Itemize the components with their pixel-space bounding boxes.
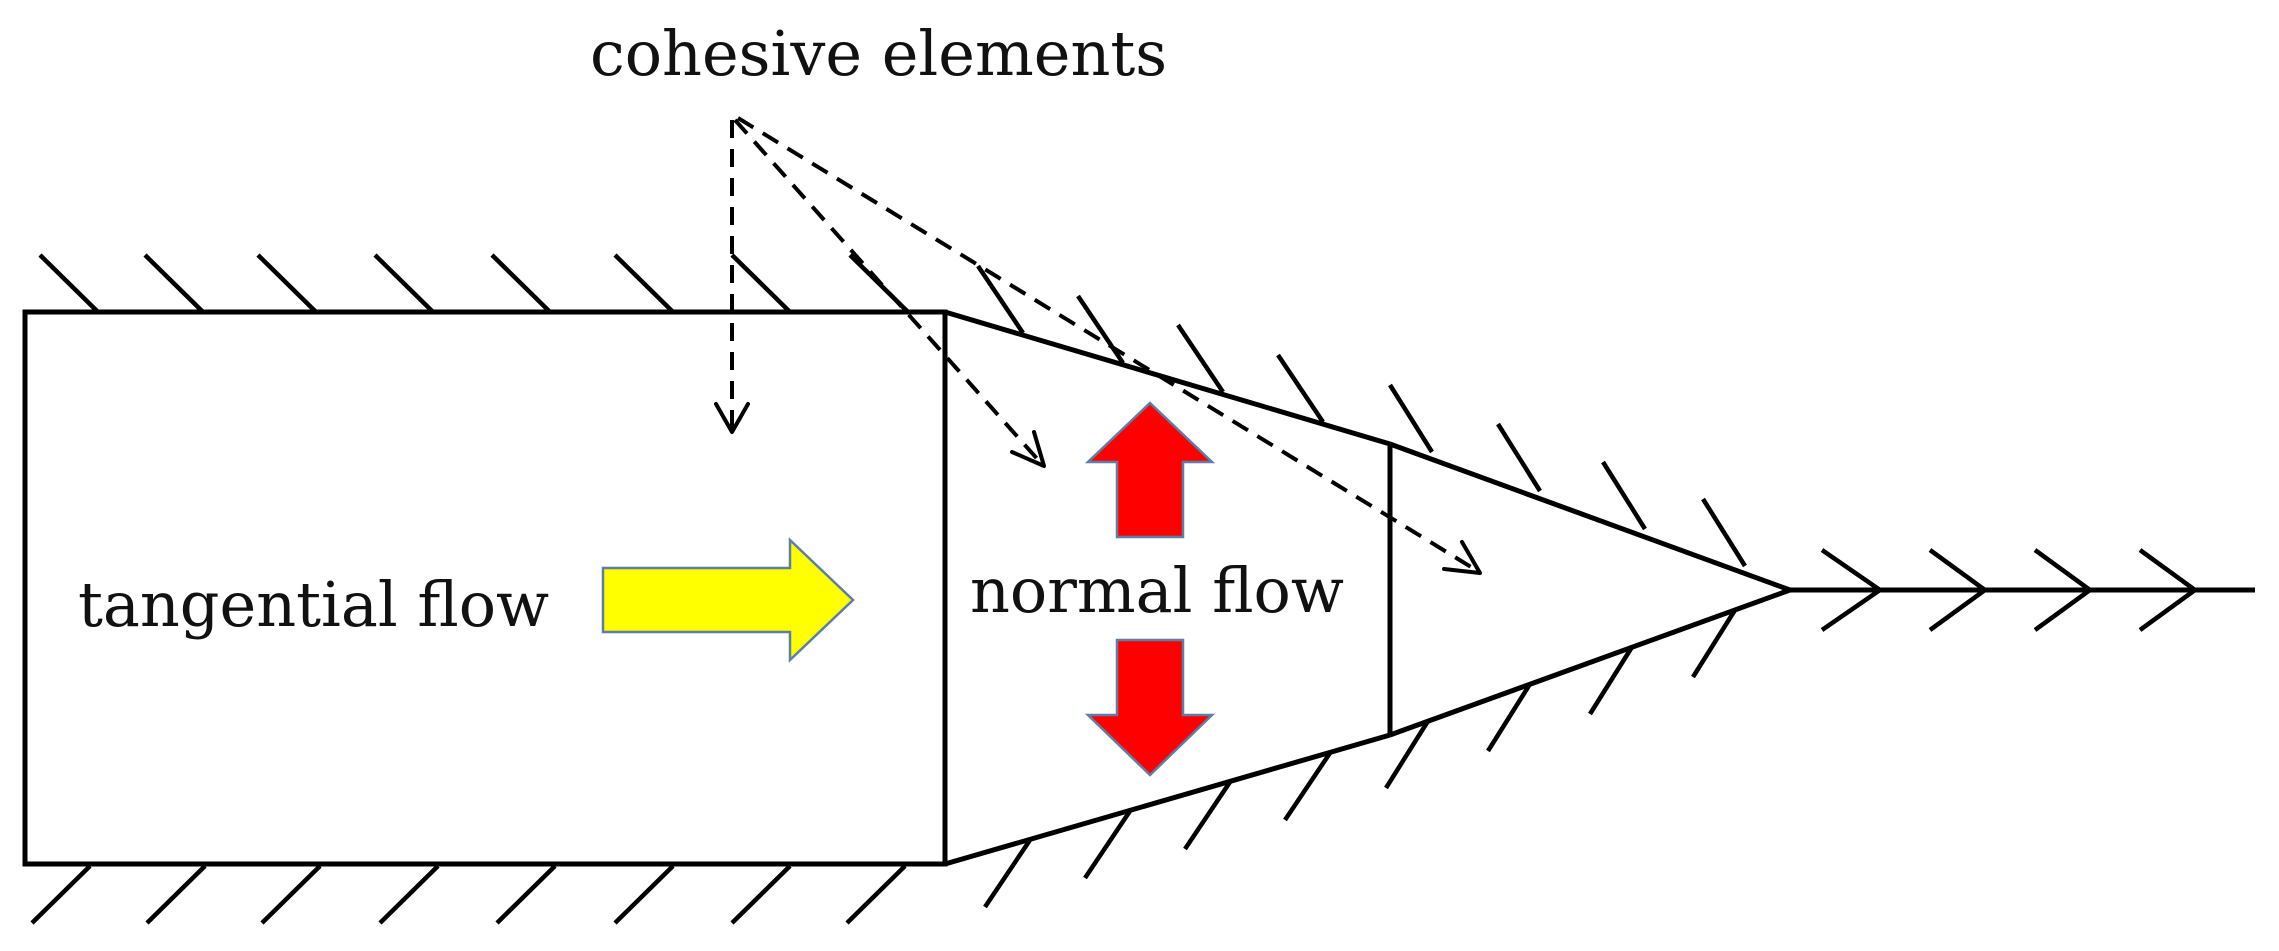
normal-flow-label: normal flow [970, 554, 1344, 627]
arrow-down-right-icon [1010, 430, 1046, 468]
chevron-right-icon [2138, 548, 2199, 632]
top-boundary-hatching [38, 253, 910, 314]
cohesive-elements-label: cohesive elements [590, 17, 1167, 90]
fracture-propagation-path [1790, 548, 2255, 632]
chevron-right-icon [1820, 548, 1884, 632]
lower-wedge-hatching [983, 608, 1737, 909]
chevron-right-icon [2033, 548, 2094, 632]
right-block-arrow-icon [601, 537, 855, 663]
up-block-arrow-icon [1084, 401, 1216, 539]
arrow-down-right-icon [1442, 540, 1482, 575]
chevron-right-icon [1928, 548, 1989, 632]
upper-wedge-hatching [976, 264, 1747, 568]
down-block-arrow-icon [1084, 638, 1216, 777]
cohesive-elements-leaders [714, 116, 1482, 575]
tangential-flow-label: tangential flow [78, 568, 549, 641]
fracture-wedge [942, 309, 1791, 867]
bottom-boundary-hatching [30, 864, 907, 925]
arrow-down-icon [714, 402, 750, 434]
